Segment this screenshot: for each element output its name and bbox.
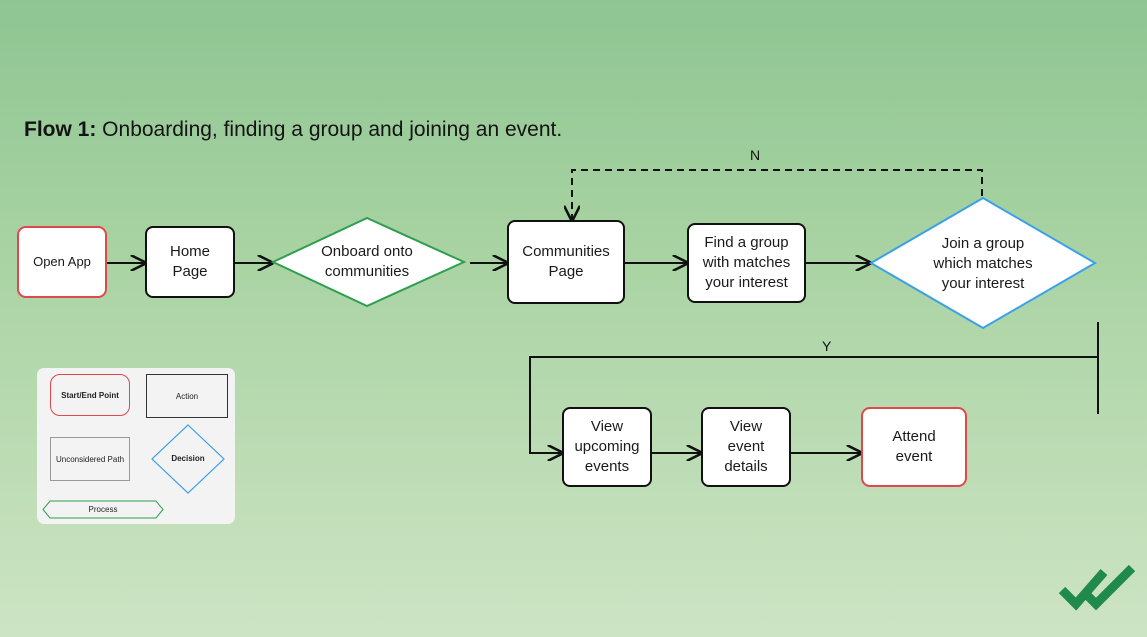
legend-decision-label: Decision [171, 453, 205, 463]
join-group-label: Join a group which matches your interest [933, 235, 1033, 292]
legend-unconsidered: Unconsidered Path [50, 437, 130, 481]
title-flow-label: Flow 1: [24, 118, 97, 141]
find-group-node: Find a group with matches your interest [687, 223, 806, 303]
view-upcoming-label: View upcoming events [574, 418, 640, 475]
open-app-node: Open App [17, 226, 107, 298]
no-edge-label: N [750, 147, 761, 163]
attend-event-node: Attend event [861, 407, 967, 487]
view-details-label: View event details [724, 418, 768, 475]
legend-start-end-label: Start/End Point [61, 390, 119, 400]
attend-event-label: Attend event [892, 428, 936, 465]
legend-unconsidered-label: Unconsidered Path [55, 454, 125, 464]
arrow-no-loop [572, 169, 983, 220]
double-check-logo-icon [1058, 564, 1136, 611]
communities-page-label: Communities Page [522, 243, 610, 280]
yes-edge-label: Y [822, 338, 832, 354]
communities-page-node: Communities Page [507, 220, 625, 304]
view-details-node: View event details [701, 407, 791, 487]
page-title: Flow 1: Onboarding, finding a group and … [24, 118, 562, 142]
open-app-label: Open App [33, 254, 91, 269]
legend-decision-shape [151, 424, 225, 494]
home-page-node: Home Page [145, 226, 235, 298]
legend-process-label: Process [88, 505, 118, 514]
arrow-yes-path [529, 356, 1098, 453]
view-upcoming-node: View upcoming events [562, 407, 652, 487]
join-diamond-shape [869, 196, 1097, 330]
title-text: Onboarding, finding a group and joining … [96, 118, 563, 141]
legend-action: Action [146, 374, 228, 418]
find-group-label: Find a group with matches your interest [702, 234, 791, 291]
legend-panel: Start/End Point Action Unconsidered Path… [37, 368, 235, 524]
legend-action-label: Action [175, 391, 199, 401]
legend-process-shape [42, 500, 164, 519]
onboard-diamond-shape [270, 216, 467, 308]
legend-start-end: Start/End Point [50, 374, 130, 416]
home-page-label: Home Page [169, 243, 210, 280]
onboard-label: Onboard onto communities [321, 243, 413, 280]
